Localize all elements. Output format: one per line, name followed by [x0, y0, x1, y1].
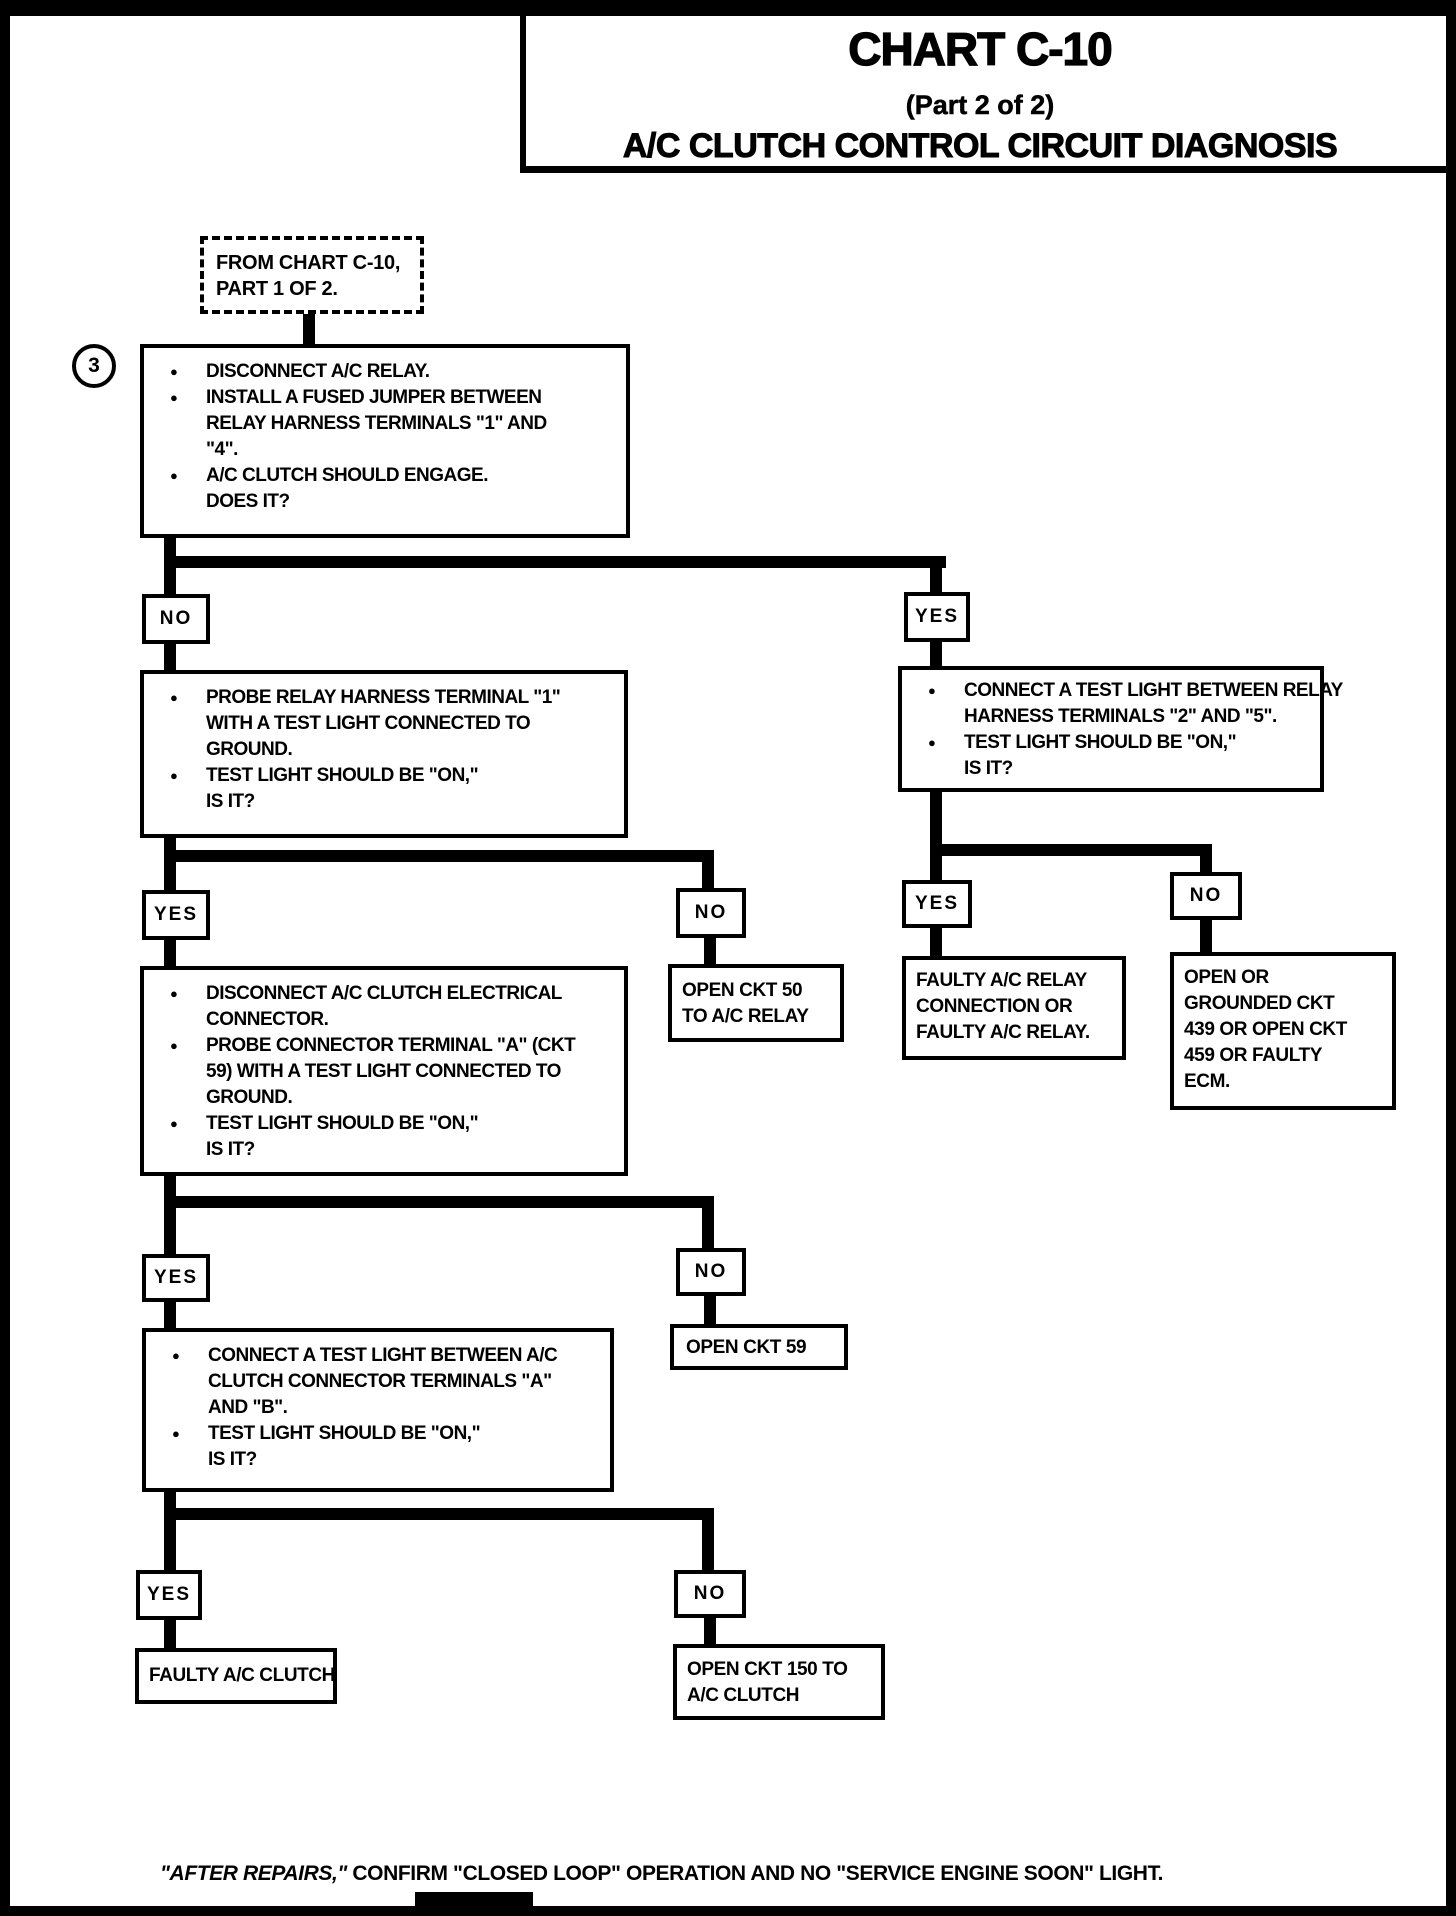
- start-node-from-part1: FROM CHART C-10, PART 1 OF 2.: [200, 236, 424, 314]
- bullet-text: TEST LIGHT SHOULD BE "ON," IS IT?: [206, 765, 479, 812]
- bullet-icon: ●: [172, 1348, 180, 1363]
- terminal-box-open-ckt-59: OPEN CKT 59: [670, 1324, 848, 1370]
- title-divider-vertical: [520, 10, 526, 172]
- flow-connector: [704, 938, 716, 964]
- flow-connector: [164, 1492, 176, 1570]
- bullet-icon: ●: [928, 735, 936, 750]
- flow-connector: [930, 642, 942, 666]
- flow-connector: [164, 1196, 714, 1208]
- terminal-box-open-ckt-50: OPEN CKT 50 TO A/C RELAY: [668, 964, 844, 1042]
- flow-connector: [1200, 920, 1212, 952]
- chart-header: CHART C-10 (Part 2 of 2) A/C CLUTCH CONT…: [520, 22, 1440, 166]
- decision-box-connect-light-relay: ● CONNECT A TEST LIGHT BETWEEN RELAY HARN…: [898, 666, 1343, 792]
- bullet-text: DISCONNECT A/C RELAY.: [206, 361, 430, 382]
- bullet-icon: ●: [928, 683, 936, 698]
- bullet-text: TEST LIGHT SHOULD BE "ON," IS IT?: [208, 1423, 481, 1470]
- label-yes-1: YES: [904, 592, 970, 642]
- flow-connector: [1200, 844, 1212, 872]
- terminal-box-open-grounded-ckt: OPEN OR GROUNDED CKT 439 OR OPEN CKT 459…: [1170, 952, 1396, 1110]
- footer-note-rest: CONFIRM "CLOSED LOOP" OPERATION AND NO "…: [346, 1862, 1164, 1885]
- terminal-box-faulty-relay: FAULTY A/C RELAY CONNECTION OR FAULTY A/…: [902, 956, 1126, 1060]
- flow-connector: [164, 838, 176, 890]
- bullet-icon: ●: [170, 986, 178, 1001]
- flow-connector: [702, 1508, 714, 1570]
- label-yes-3: YES: [902, 880, 972, 928]
- flow-connector: [930, 928, 942, 956]
- flow-connector: [164, 850, 714, 862]
- flow-connector: [164, 644, 176, 670]
- bullet-text: DISCONNECT A/C CLUTCH ELECTRICAL CONNECT…: [206, 983, 562, 1030]
- decision-box-connect-light-clutch: ● CONNECT A TEST LIGHT BETWEEN A/C CLUTCH…: [142, 1328, 614, 1492]
- label-no-3: NO: [1170, 872, 1242, 920]
- bullet-icon: ●: [170, 768, 178, 783]
- bullet-text: PROBE RELAY HARNESS TERMINAL "1" WITH A …: [206, 687, 561, 760]
- bullet-text: CONNECT A TEST LIGHT BETWEEN A/C CLUTCH …: [208, 1345, 558, 1418]
- flow-connector: [702, 1196, 714, 1248]
- bullet-icon: ●: [170, 468, 178, 483]
- flow-connector: [164, 1508, 714, 1520]
- label-yes-4: YES: [142, 1254, 210, 1302]
- flow-connector: [164, 940, 176, 966]
- page-border-tab: [415, 1892, 533, 1916]
- decision-box-probe-terminal-1: ● PROBE RELAY HARNESS TERMINAL "1" WITH A…: [140, 670, 628, 838]
- bullet-icon: ●: [170, 390, 178, 405]
- bullet-text: INSTALL A FUSED JUMPER BETWEEN RELAY HAR…: [206, 387, 547, 460]
- flow-connector: [930, 556, 942, 592]
- label-yes-5: YES: [136, 1570, 202, 1620]
- bullet-icon: ●: [170, 1116, 178, 1131]
- flow-connector: [702, 850, 714, 888]
- flow-connector: [164, 556, 946, 568]
- label-no-2: NO: [676, 888, 746, 938]
- terminal-box-faulty-clutch: FAULTY A/C CLUTCH: [135, 1648, 337, 1704]
- flow-connector: [303, 312, 315, 344]
- bullet-text: CONNECT A TEST LIGHT BETWEEN RELAY HARNE…: [964, 680, 1343, 727]
- title-divider-horizontal: [520, 166, 1446, 173]
- flow-connector: [704, 1618, 716, 1644]
- flow-connector: [164, 1302, 176, 1328]
- label-no-5: NO: [674, 1570, 746, 1618]
- flow-connector: [164, 1176, 176, 1254]
- bullet-text: TEST LIGHT SHOULD BE "ON," IS IT?: [206, 1113, 479, 1160]
- bullet-icon: ●: [170, 1038, 178, 1053]
- footer-note-italic: "AFTER REPAIRS,": [160, 1862, 347, 1885]
- chart-title: CHART C-10: [848, 22, 1114, 75]
- bullet-icon: ●: [170, 364, 178, 379]
- bullet-text: A/C CLUTCH SHOULD ENGAGE. DOES IT?: [206, 465, 489, 512]
- flow-connector: [930, 792, 942, 880]
- bullet-text: PROBE CONNECTOR TERMINAL "A" (CKT 59) WI…: [206, 1035, 576, 1108]
- chart-subtitle2: A/C CLUTCH CONTROL CIRCUIT DIAGNOSIS: [622, 127, 1338, 166]
- decision-box-disconnect-relay: ● DISCONNECT A/C RELAY. ● INSTALL A FUSED …: [140, 344, 630, 538]
- footer-note: "AFTER REPAIRS," CONFIRM "CLOSED LOOP" O…: [160, 1862, 1300, 1886]
- flow-connector: [930, 844, 1212, 856]
- bullet-icon: ●: [172, 1426, 180, 1441]
- label-yes-2: YES: [142, 890, 210, 940]
- bullet-text: TEST LIGHT SHOULD BE "ON," IS IT?: [964, 732, 1237, 779]
- label-no-4: NO: [676, 1248, 746, 1296]
- flow-connector: [164, 1620, 176, 1648]
- flow-connector: [704, 1296, 716, 1324]
- decision-box-disconnect-clutch: ● DISCONNECT A/C CLUTCH ELECTRICAL CONNEC…: [140, 966, 628, 1176]
- bullet-icon: ●: [170, 690, 178, 705]
- label-no-1: NO: [142, 594, 210, 644]
- step-marker-circle: 3: [72, 344, 116, 388]
- terminal-box-open-ckt-150: OPEN CKT 150 TO A/C CLUTCH: [673, 1644, 885, 1720]
- chart-subtitle: (Part 2 of 2): [905, 90, 1055, 121]
